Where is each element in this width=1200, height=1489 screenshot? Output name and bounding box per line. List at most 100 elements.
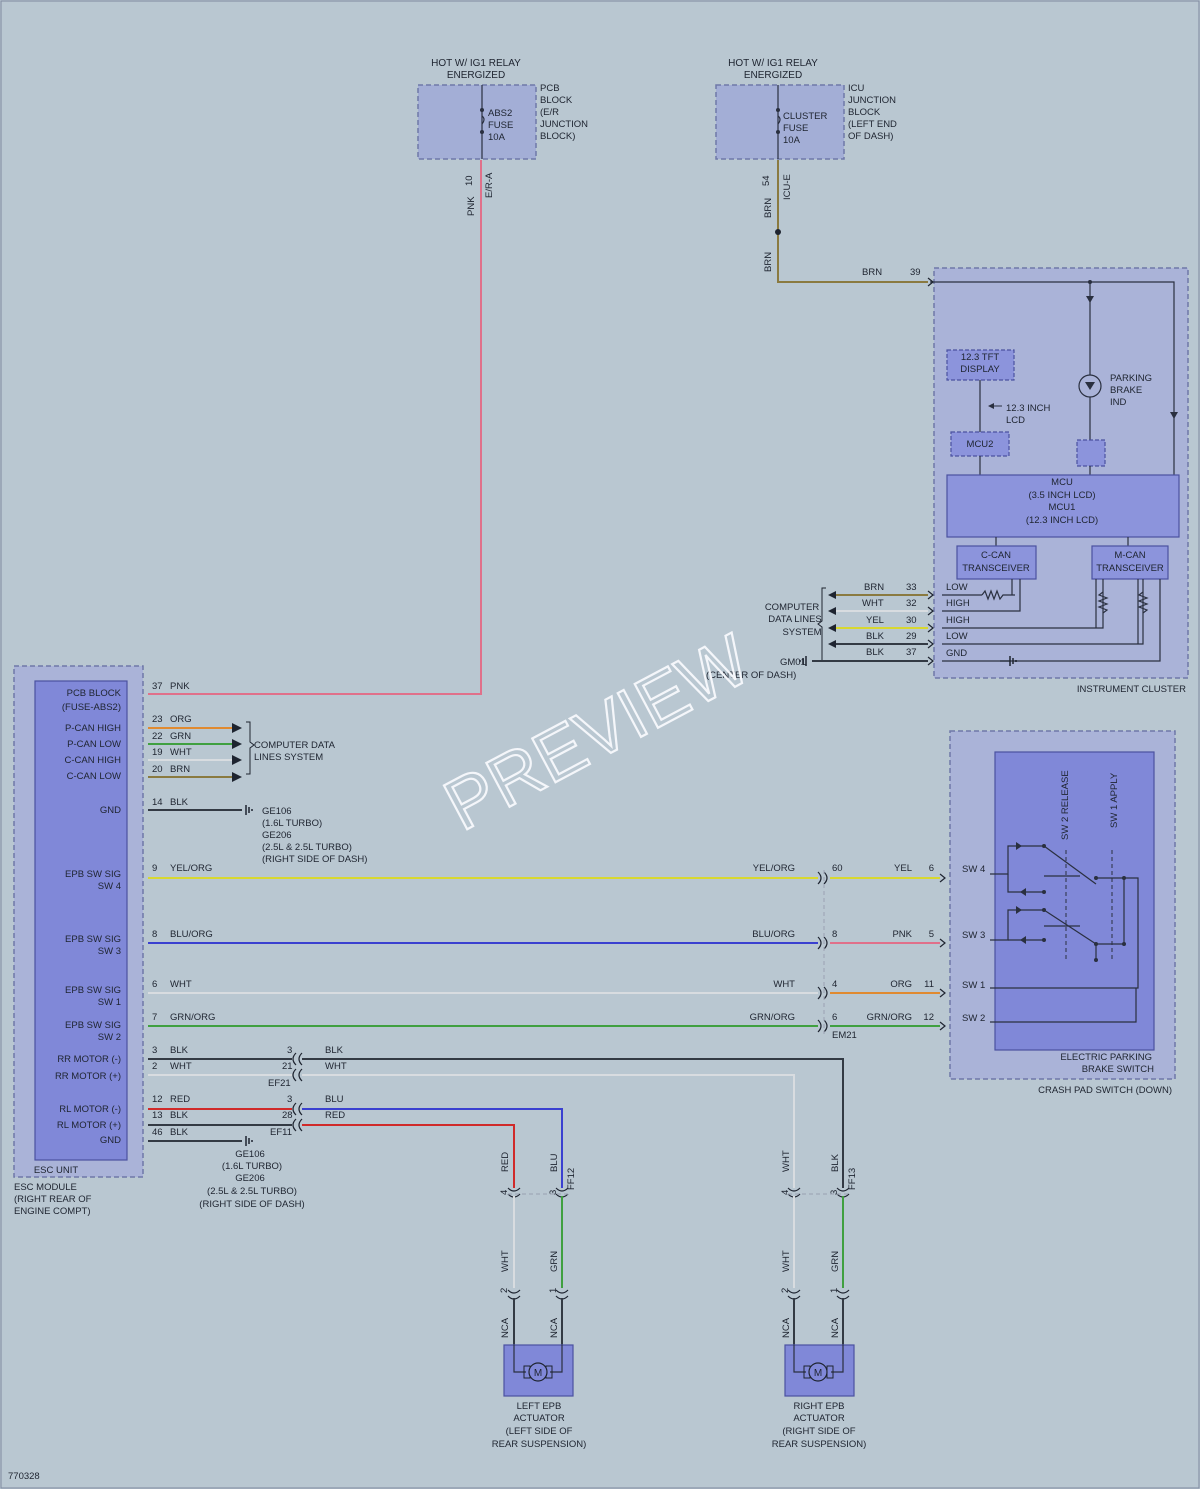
icu-block-title-1: ICU (848, 83, 865, 94)
esc-sw1-label-1: EPB SW SIG (65, 985, 121, 996)
icu-hot-label-2: ENERGIZED (744, 70, 802, 81)
left-nca-2: NCA (549, 1317, 560, 1338)
sw3-wire2: PNK (892, 929, 912, 940)
left-actuator-name-2: ACTUATOR (513, 1413, 565, 1424)
mcu-box (946, 474, 1180, 538)
crash-pad-name: CRASH PAD SWITCH (DOWN) (1038, 1085, 1172, 1096)
esc-wire-brn: BRN (170, 764, 190, 775)
pcb-block-title-5: BLOCK) (540, 131, 575, 142)
icu-fuse-name: CLUSTER (783, 111, 827, 122)
esc-pin-19: 19 (152, 747, 163, 758)
parking-ind-1: PARKING (1110, 373, 1152, 384)
esc-unit-block (34, 680, 128, 1161)
pcb-hot-label-2: ENERGIZED (447, 70, 505, 81)
rl-minus-ef-pin: 3 (287, 1094, 292, 1105)
gm01-label: GM01 (780, 657, 806, 668)
resistor-icon (1137, 591, 1149, 614)
wire-brn-icu (777, 160, 928, 283)
ground-icon (245, 1136, 253, 1146)
right-pin-4: 4 (780, 1190, 791, 1195)
esc-rr-plus-label: RR MOTOR (+) (55, 1071, 121, 1082)
sw4-wire-r: YEL/ORG (753, 863, 795, 874)
sw1-apply-label: SW 1 APPLY (1109, 772, 1120, 828)
rl-plus-pin: 13 (152, 1110, 163, 1121)
left-actuator-name-1: LEFT EPB (517, 1401, 562, 1412)
esc-pin-23: 23 (152, 714, 163, 725)
motor-wires: 3 BLK 3 BLK 2 WHT 21 WHT EF21 12 RED 3 B… (148, 1045, 844, 1210)
cluster-line-label-1: LOW (946, 582, 968, 593)
sw3-pin: 8 (152, 929, 157, 940)
esc-sw3-label-2: SW 3 (98, 946, 121, 957)
left-nca-1: NCA (500, 1317, 511, 1338)
rr-plus-wire2: WHT (325, 1061, 347, 1072)
tft-display-box (946, 349, 1015, 381)
diode-icon (1016, 842, 1022, 850)
icu-block-title-5: OF DASH) (848, 131, 893, 142)
rr-plus-wire: WHT (170, 1061, 192, 1072)
icu-block: HOT W/ IG1 RELAY ENERGIZED CLUSTER FUSE … (715, 58, 897, 272)
rr-minus-wire: BLK (170, 1045, 189, 1056)
ccan-label-1: C-CAN (981, 550, 1011, 561)
lcd-label-2: LCD (1006, 415, 1025, 426)
pcb-block-title-4: JUNCTION (540, 119, 588, 130)
crash-pad-switch: SW 4 SW 3 SW 1 SW 2 SW 2 RELEASE SW 1 AP… (949, 730, 1176, 1096)
gnd2-c: GE206 (235, 1173, 265, 1184)
right-connector: FF13 (847, 1168, 858, 1190)
esc-module-name-2: (RIGHT REAR OF (14, 1194, 92, 1205)
diode-icon (1016, 906, 1022, 914)
sw4-wire2: YEL (894, 863, 912, 874)
gnd1-b: (1.6L TURBO) (262, 818, 322, 829)
icu-pin: 54 (761, 175, 772, 186)
motor-icon (528, 1362, 548, 1382)
pcb-fuse-rating: 10A (488, 132, 506, 143)
gnd2-wire: BLK (170, 1127, 189, 1138)
sw4-pin: 9 (152, 863, 157, 874)
rl-plus-wire2: RED (325, 1110, 345, 1121)
esc-sw2-label-1: EPB SW SIG (65, 1020, 121, 1031)
icu-wire-color-2: BRN (763, 252, 774, 272)
cluster-pin-2: 32 (906, 598, 917, 609)
esc-sw1-label-2: SW 1 (98, 997, 121, 1008)
m-can-transceiver (1091, 545, 1169, 580)
esc-unit-label: ESC UNIT (34, 1165, 79, 1176)
sw2-wire2: GRN/ORG (867, 1012, 912, 1023)
left-actuator-name-3: (LEFT SIDE OF (506, 1426, 573, 1437)
sw2-sw-pin: 12 (923, 1012, 934, 1023)
right-wire-blk: BLK (830, 1153, 841, 1172)
pcb-block-title-3: (E/R (540, 107, 559, 118)
esc-wire-wht: WHT (170, 747, 192, 758)
mcu-label-b: (3.5 INCH LCD) (1028, 490, 1095, 501)
rl-plus-ef-pin: 28 (282, 1110, 293, 1121)
diode-icon (1020, 936, 1026, 944)
rr-plus-ef-pin: 21 (282, 1061, 293, 1072)
tft-label-2: DISPLAY (960, 364, 1000, 375)
cluster-in-pin: 39 (910, 267, 921, 278)
mcan-label-1: M-CAN (1114, 550, 1145, 561)
diagram-code: 770328 (8, 1471, 40, 1482)
cluster-wire-2: WHT (862, 598, 884, 609)
right-wire-wht-2: WHT (781, 1250, 792, 1272)
esc-wire-pnk: PNK (170, 681, 190, 692)
mcan-label-2: TRANSCEIVER (1096, 563, 1164, 574)
icu-fuse-word: FUSE (783, 123, 808, 134)
gnd2-a: GE106 (235, 1149, 265, 1160)
motor-icon (808, 1362, 828, 1382)
pcb-block: HOT W/ IG1 RELAY ENERGIZED ABS2 FUSE 10A… (417, 58, 588, 216)
left-wire-grn: GRN (549, 1251, 560, 1272)
gnd2-pin: 46 (152, 1127, 163, 1138)
sw-label-1: SW 1 (962, 980, 985, 991)
ground-icon (245, 805, 253, 815)
sw1-wire2: ORG (890, 979, 912, 990)
left-connector: FF12 (566, 1168, 577, 1190)
esc-rl-plus-label: RL MOTOR (+) (57, 1120, 121, 1131)
cluster-line-label-2: HIGH (946, 598, 970, 609)
cdl-label-1: COMPUTER (765, 602, 820, 613)
esc-sw4-label-1: EPB SW SIG (65, 869, 121, 880)
gnd1-e: (RIGHT SIDE OF DASH) (262, 854, 367, 865)
gnd1-d: (2.5L & 2.5L TURBO) (262, 842, 352, 853)
esc-module-name-1: ESC MODULE (14, 1182, 77, 1193)
right-wire-grn: GRN (830, 1251, 841, 1272)
esc-pin-14: 14 (152, 797, 163, 808)
right-epb-actuator: WHT BLK 4 3 FF13 WHT GRN 2 1 NCA NCA M R… (772, 1150, 867, 1450)
